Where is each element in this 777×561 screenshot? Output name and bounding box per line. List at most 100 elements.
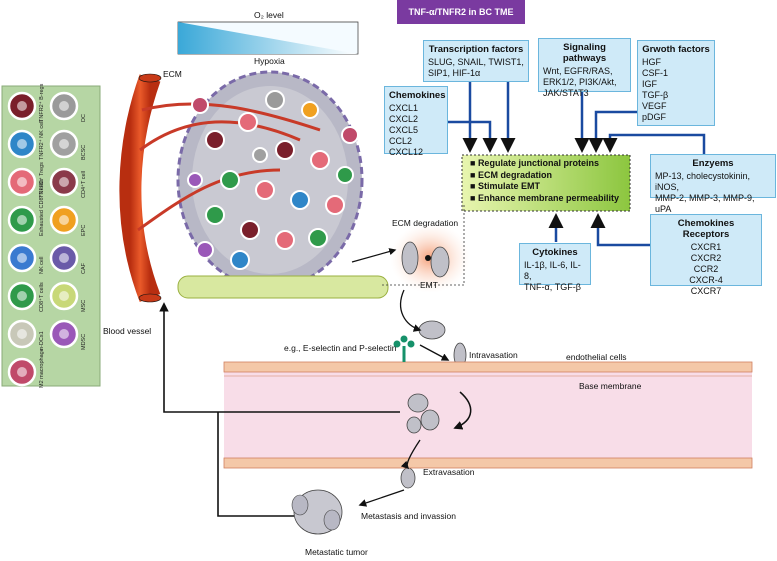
return-path-upper: [159, 302, 400, 413]
vessel-lumen: [224, 368, 752, 464]
transcription-factors-box: Transcription factors SLUG, SNAIL, TWIST…: [423, 40, 529, 82]
capillary: [139, 120, 301, 152]
cytokines-title: Cytokines: [532, 247, 578, 258]
box-line: CXCL5: [389, 125, 419, 135]
legend-cell-nucleus: [17, 329, 27, 339]
box-line: CXCL12: [389, 147, 424, 157]
ecm-label: ECM: [163, 69, 182, 79]
endothelial-wall-top: [223, 361, 753, 373]
base-membrane-label: Base membrane: [579, 381, 642, 391]
effect-text: ECM degradation: [477, 169, 552, 180]
effects-list: ■ Regulate junctional proteins ■ ECM deg…: [470, 158, 619, 204]
arrow-metastasis: [358, 489, 405, 507]
arrow-receptors: [590, 213, 650, 247]
chemokine-receptors-box: Chemokines Receptors CXCR1 CXCR2 CCR2 CX…: [650, 214, 762, 296]
box-line: CXCR1: [690, 242, 722, 252]
transcription-factors-title: Transcription factors: [428, 44, 524, 55]
legend-label: MDSC: [81, 333, 87, 350]
arrow-growth: [588, 95, 642, 153]
legend-cells: [7, 91, 79, 387]
legend-label: CAF: [81, 263, 87, 274]
signaling-pathways-title: Signaling pathways: [562, 42, 607, 64]
metastasis-label: Metastasis and invassion: [361, 511, 456, 521]
vessel-end-top: [138, 73, 162, 83]
arrow-emt-to-migration: [399, 289, 422, 332]
box-line: MP-13, cholecystokinin, iNOS,: [655, 171, 751, 192]
legend-label: Exhausted CD8⁺T cells: [39, 178, 45, 236]
box-line: SLUG, SNAIL, TWIST1,: [428, 57, 524, 67]
dotted-connector: [380, 205, 465, 286]
box-line: Wnt, EGFR/RAS,: [543, 66, 613, 76]
emt-cells: [401, 241, 450, 278]
capillary: [141, 102, 321, 132]
box-line: CXCL2: [389, 114, 419, 124]
legend-label: M2 macrophage: [39, 348, 45, 388]
endothelial-wall-bottom: [223, 457, 753, 469]
diagram-title: TNF-α/TNFR2 in BC TME: [397, 0, 525, 24]
box-line: CXCR2: [690, 253, 722, 263]
extravasation-label: Extravasation: [423, 467, 475, 477]
ecm-degradation-label: ECM degradation: [392, 218, 459, 228]
enzymes-title: Enzyems: [692, 158, 734, 169]
legend-cell-nucleus: [59, 291, 69, 301]
box-line: CXCR-4: [689, 275, 723, 285]
effect-item: ■ Regulate junctional proteins: [470, 158, 599, 168]
legend-cell-nucleus: [59, 253, 69, 263]
arrow-extravasation: [400, 439, 421, 470]
box-line: JAK/STAT3: [543, 88, 589, 98]
arrow-enzymes: [602, 133, 706, 155]
legend-label: TNFR2⁺ NK cell: [39, 120, 45, 160]
box-line: VEGF: [642, 101, 667, 111]
hypoxia-label: Hypoxia: [254, 56, 285, 66]
arrow-circulation: [453, 391, 472, 430]
metastatic-tumor-label: Metastatic tumor: [305, 547, 368, 557]
box-line: CCL2: [389, 136, 413, 146]
o2-gradient-wedge: [178, 22, 358, 54]
legend-cell-nucleus: [59, 101, 69, 111]
box-line: CSF-1: [642, 68, 669, 78]
signaling-pathways-box: Signaling pathways Wnt, EGFR/RAS, ERK1/2…: [538, 38, 631, 98]
migrating-cells: [400, 320, 467, 489]
endothelial-label: endothelial cells: [566, 352, 627, 362]
legend-label: DC: [81, 114, 87, 122]
legend-label: MSC: [81, 299, 87, 312]
box-line: MMP-2, MMP-3, MMP-9, uPA: [655, 193, 755, 214]
legend-label: TNFR2⁺ B-regs: [39, 83, 45, 122]
chemokines-box: Chemokines CXCL1 CXCL2 CXCL5 CCL2 CXCL12: [384, 86, 448, 157]
legend-cell-nucleus: [59, 177, 69, 187]
legend-label: CD8⁺T cells: [39, 282, 45, 312]
intravasation-label: Intravasation: [469, 350, 518, 360]
legend-cell-nucleus: [59, 329, 69, 339]
tumor-cells: [187, 90, 359, 270]
arrow-to-intravasation: [419, 344, 450, 361]
emt-label: EMT: [420, 280, 438, 290]
box-line: CCR2: [693, 264, 719, 274]
legend-label: NK cell: [39, 256, 45, 274]
effect-item: ■ Enhance membrane permeability: [470, 192, 619, 203]
capillary: [137, 168, 281, 232]
box-line: pDGF: [642, 112, 667, 122]
blood-vessel: [119, 74, 161, 302]
arrow-chemokines: [447, 120, 498, 153]
effect-item: ■ ECM degradation: [470, 169, 552, 180]
metastatic-tumor: [291, 489, 343, 535]
legend-label: n-DCs1: [39, 331, 45, 350]
legend-cell-nucleus: [17, 139, 27, 149]
chemokines-title: Chemokines: [389, 90, 446, 101]
effect-text: Regulate junctional proteins: [477, 158, 599, 168]
arrow-tumor-to-emt: [351, 248, 397, 263]
o2-level-label: O₂ level: [254, 10, 284, 20]
box-line: IGF: [642, 79, 657, 89]
box-line: TGF-β: [642, 90, 669, 100]
selectin-icon: [393, 335, 415, 362]
effects-box: [461, 154, 631, 212]
blood-vessel-label: Blood vessel: [103, 326, 152, 336]
vessel-end-bottom: [138, 293, 162, 303]
legend-label: BCSC: [81, 144, 87, 160]
enzymes-box: Enzyems MP-13, cholecystokinin, iNOS, MM…: [650, 154, 776, 214]
legend-cell-nucleus: [17, 291, 27, 301]
chemokine-receptors-title: Chemokines Receptors: [677, 218, 735, 240]
cytokines-box: Cytokines IL-1β, IL-6, IL-8, TNF-α, TGF-…: [519, 243, 591, 292]
effect-text: Enhance membrane permeability: [477, 192, 619, 203]
